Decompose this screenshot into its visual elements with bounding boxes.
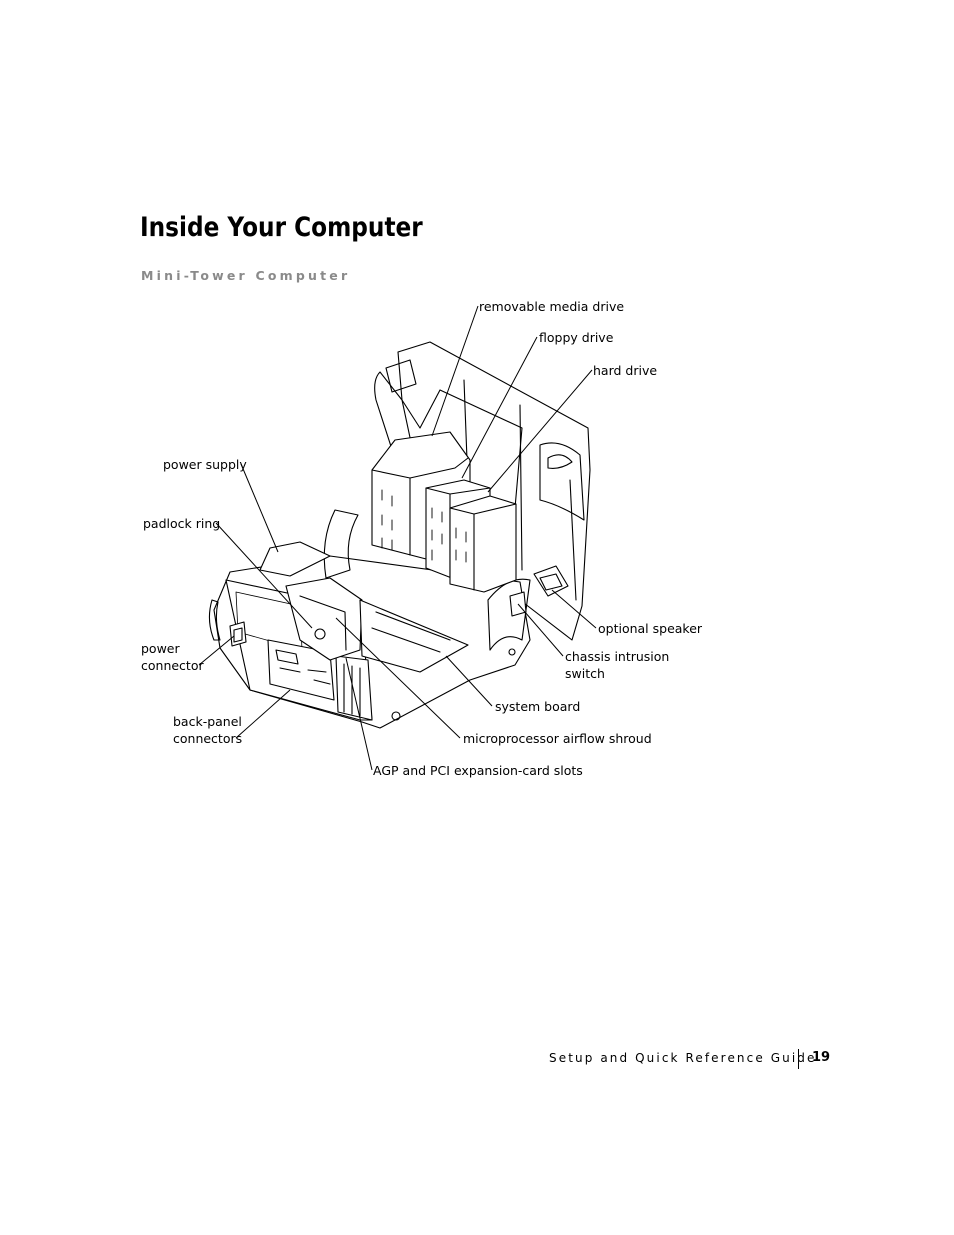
callout-hard-drive: hard drive bbox=[593, 363, 658, 378]
callout-airflow-shroud: microprocessor airflow shroud bbox=[463, 731, 652, 746]
hard-drive-body bbox=[449, 495, 517, 593]
callout-back-panel-line1: back-panel bbox=[173, 714, 242, 729]
callout-floppy-drive: floppy drive bbox=[539, 330, 614, 345]
page-number: 19 bbox=[812, 1050, 831, 1065]
page-title: Inside Your Computer bbox=[140, 212, 423, 243]
airflow-shroud bbox=[285, 577, 363, 661]
callout-back-panel-line2: connectors bbox=[173, 731, 243, 746]
padlock-ring-shape bbox=[314, 628, 326, 640]
callout-optional-speaker: optional speaker bbox=[598, 621, 703, 636]
callout-power-connector-line2: connector bbox=[141, 658, 204, 673]
callout-power-supply: power supply bbox=[163, 457, 247, 472]
back-panel-io bbox=[267, 639, 335, 701]
callout-chassis-intrusion-line1: chassis intrusion bbox=[565, 649, 670, 664]
system-board bbox=[359, 599, 469, 673]
callout-agp-pci-slots: AGP and PCI expansion-card slots bbox=[373, 763, 583, 778]
section-subtitle: Mini-Tower Computer bbox=[141, 268, 351, 283]
callout-power-connector-line1: power bbox=[141, 641, 180, 656]
power-connector-socket bbox=[229, 621, 247, 647]
callout-removable-media-drive: removable media drive bbox=[479, 299, 625, 314]
callout-chassis-intrusion-line2: switch bbox=[565, 666, 605, 681]
callout-padlock-ring: padlock ring bbox=[143, 516, 221, 531]
callout-system-board: system board bbox=[495, 699, 581, 714]
expansion-slots bbox=[335, 655, 373, 721]
footer-divider bbox=[798, 1049, 799, 1069]
footer-guide-title: Setup and Quick Reference Guide bbox=[549, 1051, 817, 1065]
speaker-box bbox=[533, 565, 569, 597]
